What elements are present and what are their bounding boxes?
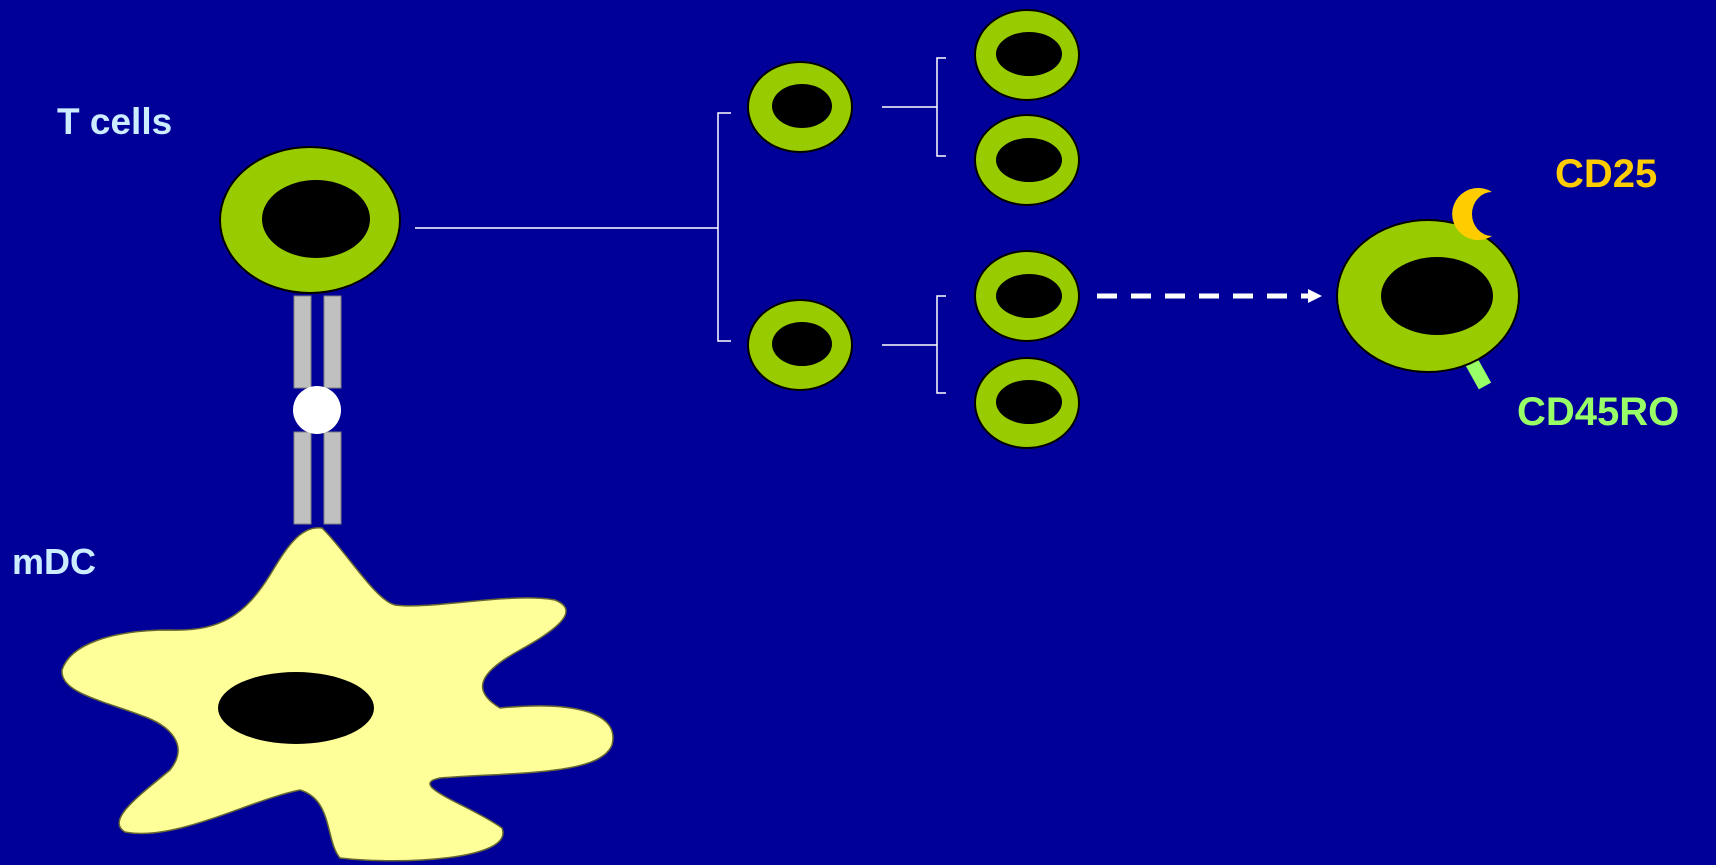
bracket-line [936, 295, 946, 394]
bracket-line [717, 112, 731, 342]
receptor-complex [293, 295, 342, 525]
daughter-cell [747, 61, 853, 153]
receptor-bar [293, 295, 312, 389]
cell-nucleus [996, 380, 1062, 424]
daughter-cell [974, 114, 1080, 206]
t-cell-nucleus [262, 180, 370, 258]
t-cells-label: T cells [57, 101, 173, 142]
cd45ro-label: CD45RO [1517, 390, 1680, 434]
daughter-cell [974, 250, 1080, 342]
mdc-label: mDC [12, 541, 97, 582]
daughter-cell [747, 299, 853, 391]
receptor-bar [323, 295, 342, 389]
cell-nucleus [996, 138, 1062, 182]
differentiation-arrow [1097, 289, 1322, 303]
memory-t-cell [1336, 219, 1520, 373]
receptor-bar [323, 431, 342, 525]
cell-nucleus [772, 322, 832, 366]
antigen-circle [293, 386, 341, 434]
naive-t-cell [219, 146, 401, 294]
daughter-cell [974, 9, 1080, 101]
arrow-head [1308, 289, 1322, 303]
cell-nucleus [996, 274, 1062, 318]
cd25-receptor [1452, 188, 1492, 241]
cell-nucleus [996, 32, 1062, 76]
dendritic-cell-nucleus [218, 672, 374, 744]
cd25-label: CD25 [1555, 152, 1658, 196]
cell-nucleus [772, 84, 832, 128]
daughter-cell [974, 357, 1080, 449]
bracket-line [936, 57, 946, 157]
memory-cell-nucleus [1381, 257, 1493, 335]
division-connectors [415, 57, 946, 394]
dendritic-cell [61, 527, 614, 862]
receptor-bar [293, 431, 312, 525]
